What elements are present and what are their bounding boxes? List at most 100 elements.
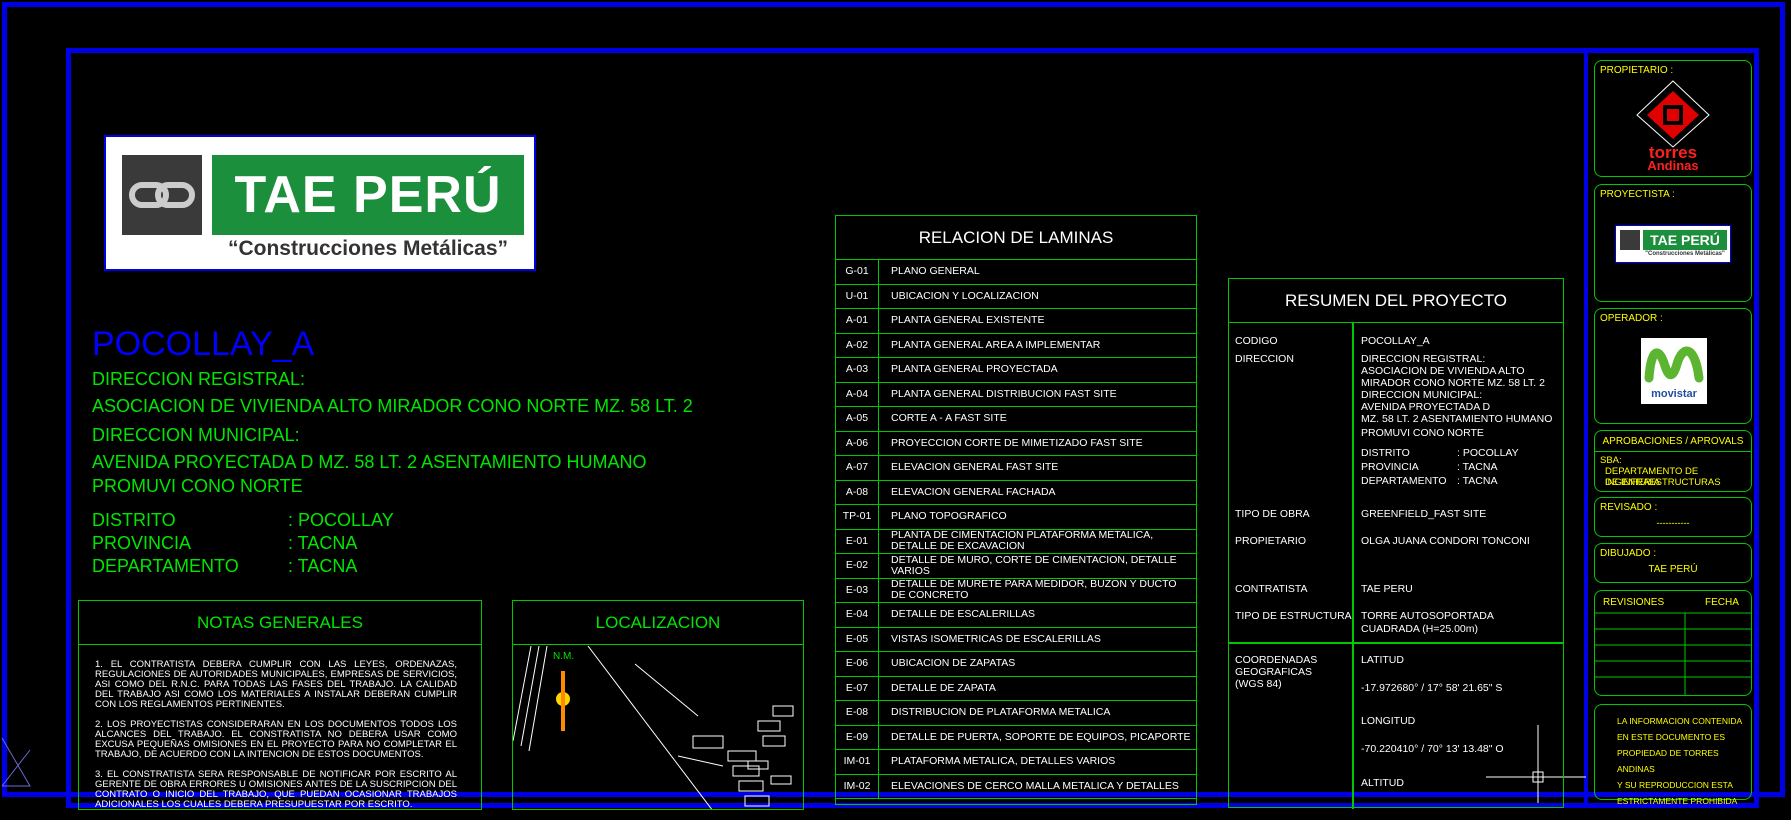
summary-departamento-value: : TACNA <box>1457 475 1498 487</box>
sheet-row: E-06 UBICACION DE ZAPATAS <box>836 652 1196 677</box>
sheet-description: PLANTA GENERAL AREA A IMPLEMENTAR <box>891 338 1101 351</box>
distrito-value: : POCOLLAY <box>288 510 394 530</box>
longitud-label: LONGITUD <box>1361 715 1416 727</box>
sheet-code: A-07 <box>836 456 879 480</box>
title-block-divider <box>1584 48 1588 808</box>
project-name: POCOLLAY_A <box>92 325 315 363</box>
location-title: LOCALIZACION <box>513 601 803 645</box>
sheet-code: E-01 <box>836 529 879 553</box>
summary-provincia-key: PROVINCIA <box>1361 461 1419 473</box>
movistar-m-icon <box>1644 346 1704 383</box>
torres-andinas-name-2: Andinas <box>1647 158 1699 173</box>
sheet-code: A-04 <box>836 382 879 406</box>
sheet-description: DISTRIBUCION DE PLATAFORMA METALICA <box>891 706 1111 719</box>
tipo-obra-label: TIPO DE OBRA <box>1235 508 1310 520</box>
direccion-line: MZ. 58 LT. 2 ASENTAMIENTO HUMANO <box>1361 413 1553 425</box>
dibujado-value: TAE PERÚ <box>1648 564 1698 575</box>
latitud-label: LATITUD <box>1361 654 1404 666</box>
notes-text: 1. EL CONTRATISTA DEBERA CUMPLIR CON LAS… <box>95 660 457 820</box>
sheet-description: VISTAS ISOMETRICAS DE ESCALERILLAS <box>891 632 1101 645</box>
propietario-label: PROPIETARIO <box>1235 535 1306 547</box>
propietario-box-label: PROPIETARIO : <box>1600 65 1674 76</box>
north-label: N.M. <box>553 651 575 662</box>
sheet-code: A-05 <box>836 407 879 431</box>
sheet-row: E-05 VISTAS ISOMETRICAS DE ESCALERILLAS <box>836 627 1196 652</box>
mun-address-value-1: AVENIDA PROYECTADA D MZ. 58 LT. 2 ASENTA… <box>92 452 647 472</box>
sheet-code: E-05 <box>836 627 879 651</box>
sheet-description: UBICACION DE ZAPATAS <box>891 657 1016 670</box>
sheet-row: A-03 PLANTA GENERAL PROYECTADA <box>836 358 1196 383</box>
notes-title: NOTAS GENERALES <box>79 601 481 645</box>
mun-address-label: DIRECCION MUNICIPAL: <box>92 425 300 445</box>
summary-column-divider <box>1352 323 1354 809</box>
contratista-value: TAE PERU <box>1361 583 1413 595</box>
logo-banner: TAE PERÚ <box>212 155 524 235</box>
sheet-code: E-02 <box>836 554 879 578</box>
summary-provincia-value: : TACNA <box>1457 461 1498 473</box>
coordenadas-label-3: (WGS 84) <box>1235 678 1282 690</box>
disclaimer-line: EN ESTE DOCUMENTO ES <box>1617 732 1725 742</box>
sba-dept-2: DE INFRAESTRUCTURAS <box>1605 477 1721 488</box>
summary-distrito-value: : POCOLLAY <box>1457 447 1519 459</box>
movistar-name: movistar <box>1651 388 1697 400</box>
mini-tae-logo: TAE PERÚ "Construcciones Metálicas" <box>1615 225 1731 263</box>
sheet-code: E-07 <box>836 676 879 700</box>
direccion-line: PROMUVI CONO NORTE <box>1361 427 1484 439</box>
revisado-value: ----------- <box>1656 518 1690 528</box>
sheet-code: E-03 <box>836 578 879 602</box>
disclaimer-line: ESTRICTAMENTE PROHIBIDA <box>1617 796 1738 806</box>
mini-logo-title: TAE PERÚ <box>1643 230 1727 250</box>
propietario-box: PROPIETARIO : torres Andinas <box>1594 60 1752 177</box>
torres-andinas-name-1: torres <box>1648 143 1698 162</box>
project-summary-panel: RESUMEN DEL PROYECTO CODIGO POCOLLAY_A D… <box>1228 278 1564 809</box>
sheet-description: DETALLE DE ESCALERILLAS <box>891 608 1035 621</box>
reg-address-label: DIRECCION REGISTRAL: <box>92 369 306 389</box>
sheet-row: E-04 DETALLE DE ESCALERILLAS <box>836 603 1196 628</box>
disclaimer-box: LA INFORMACION CONTENIDA EN ESTE DOCUMEN… <box>1594 704 1752 806</box>
logo-subtitle: “Construcciones Metálicas” <box>227 237 509 260</box>
logo-mark <box>122 155 202 235</box>
departamento-value: : TACNA <box>288 556 358 576</box>
direccion-line: DIRECCION MUNICIPAL: <box>1361 389 1483 401</box>
sheet-code: E-04 <box>836 603 879 627</box>
operador-box: OPERADOR : movistar <box>1594 308 1752 424</box>
proyectista-box-label: PROYECTISTA : <box>1600 189 1675 200</box>
propietario-value: OLGA JUANA CONDORI TONCONI <box>1361 535 1530 547</box>
departamento-row: DEPARTAMENTO : TACNA <box>92 556 492 578</box>
proyectista-box: PROYECTISTA : TAE PERÚ "Construcciones M… <box>1594 184 1752 302</box>
aprobaciones-title: APROBACIONES / APROVALS <box>1595 436 1751 452</box>
codigo-label: CODIGO <box>1235 335 1278 347</box>
estructura-value-1: TORRE AUTOSOPORTADA <box>1361 610 1494 622</box>
sheet-code: A-01 <box>836 309 879 333</box>
estructura-value-2: CUADRADA (H=25.00m) <box>1361 623 1478 635</box>
reg-address-value: ASOCIACION DE VIVIENDA ALTO MIRADOR CONO… <box>92 396 693 416</box>
sheet-description: UBICACION Y LOCALIZACION <box>891 289 1039 302</box>
disclaimer-text: LA INFORMACION CONTENIDA EN ESTE DOCUMEN… <box>1617 713 1751 809</box>
dibujado-label: DIBUJADO : <box>1600 548 1657 559</box>
project-summary-title: RESUMEN DEL PROYECTO <box>1229 279 1563 323</box>
sheet-code: E-06 <box>836 652 879 676</box>
sba-dept-1: DEPARTAMENTO DE INGENIERIA <box>1605 466 1699 488</box>
sheet-description: DETALLE DE ZAPATA <box>891 681 996 694</box>
provincia-label: PROVINCIA <box>92 533 192 553</box>
sheet-code: G-01 <box>836 260 879 284</box>
revisado-box: REVISADO : ----------- <box>1594 497 1752 537</box>
sheet-description: ELEVACIONES DE CERCO MALLA METALICA Y DE… <box>891 779 1179 792</box>
sheet-description: CORTE A - A FAST SITE <box>891 412 1007 425</box>
direccion-line: DIRECCION REGISTRAL: <box>1361 353 1486 365</box>
coordenadas-label-2: GEOGRAFICAS <box>1235 666 1313 678</box>
altitud-label: ALTITUD <box>1361 777 1404 789</box>
provincia-row: PROVINCIA : TACNA <box>92 533 492 555</box>
sheet-description: PLANTA GENERAL PROYECTADA <box>891 363 1058 376</box>
operador-box-label: OPERADOR : <box>1600 313 1663 324</box>
dibujado-box: DIBUJADO : TAE PERÚ <box>1594 543 1752 583</box>
sheet-code: E-08 <box>836 701 879 725</box>
sheet-code: A-03 <box>836 358 879 382</box>
